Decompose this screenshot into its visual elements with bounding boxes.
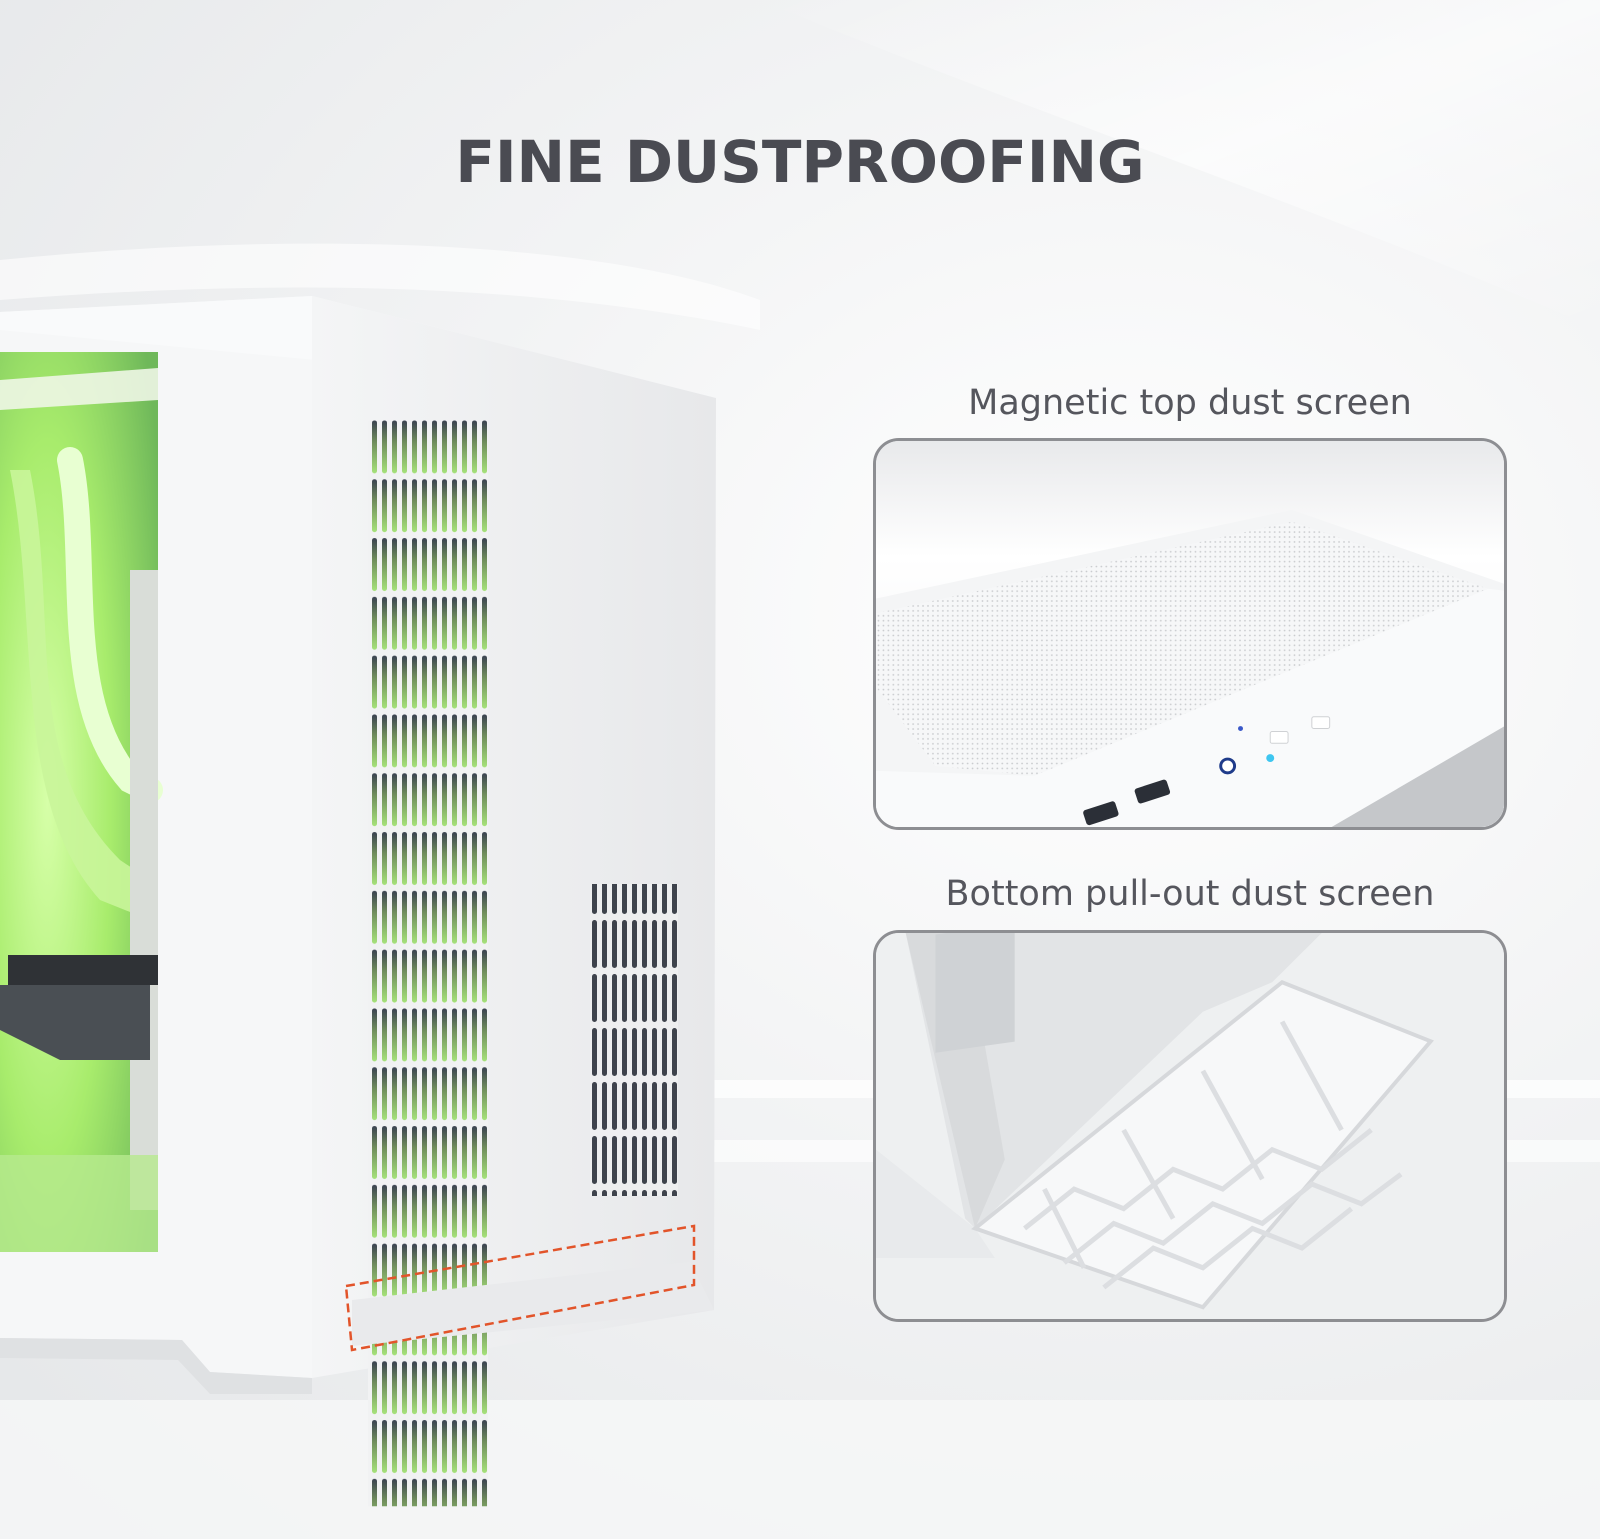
top-screen-caption: Magnetic top dust screen bbox=[968, 383, 1412, 423]
top-dust-screen-photo bbox=[873, 438, 1507, 830]
bottom-screen-illustration bbox=[876, 933, 1504, 1319]
top-screen-illustration bbox=[876, 441, 1504, 827]
page-title: FINE DUSTPROOFING bbox=[455, 128, 1145, 196]
bottom-dust-screen-photo bbox=[873, 930, 1507, 1322]
bottom-screen-caption: Bottom pull-out dust screen bbox=[945, 874, 1435, 914]
